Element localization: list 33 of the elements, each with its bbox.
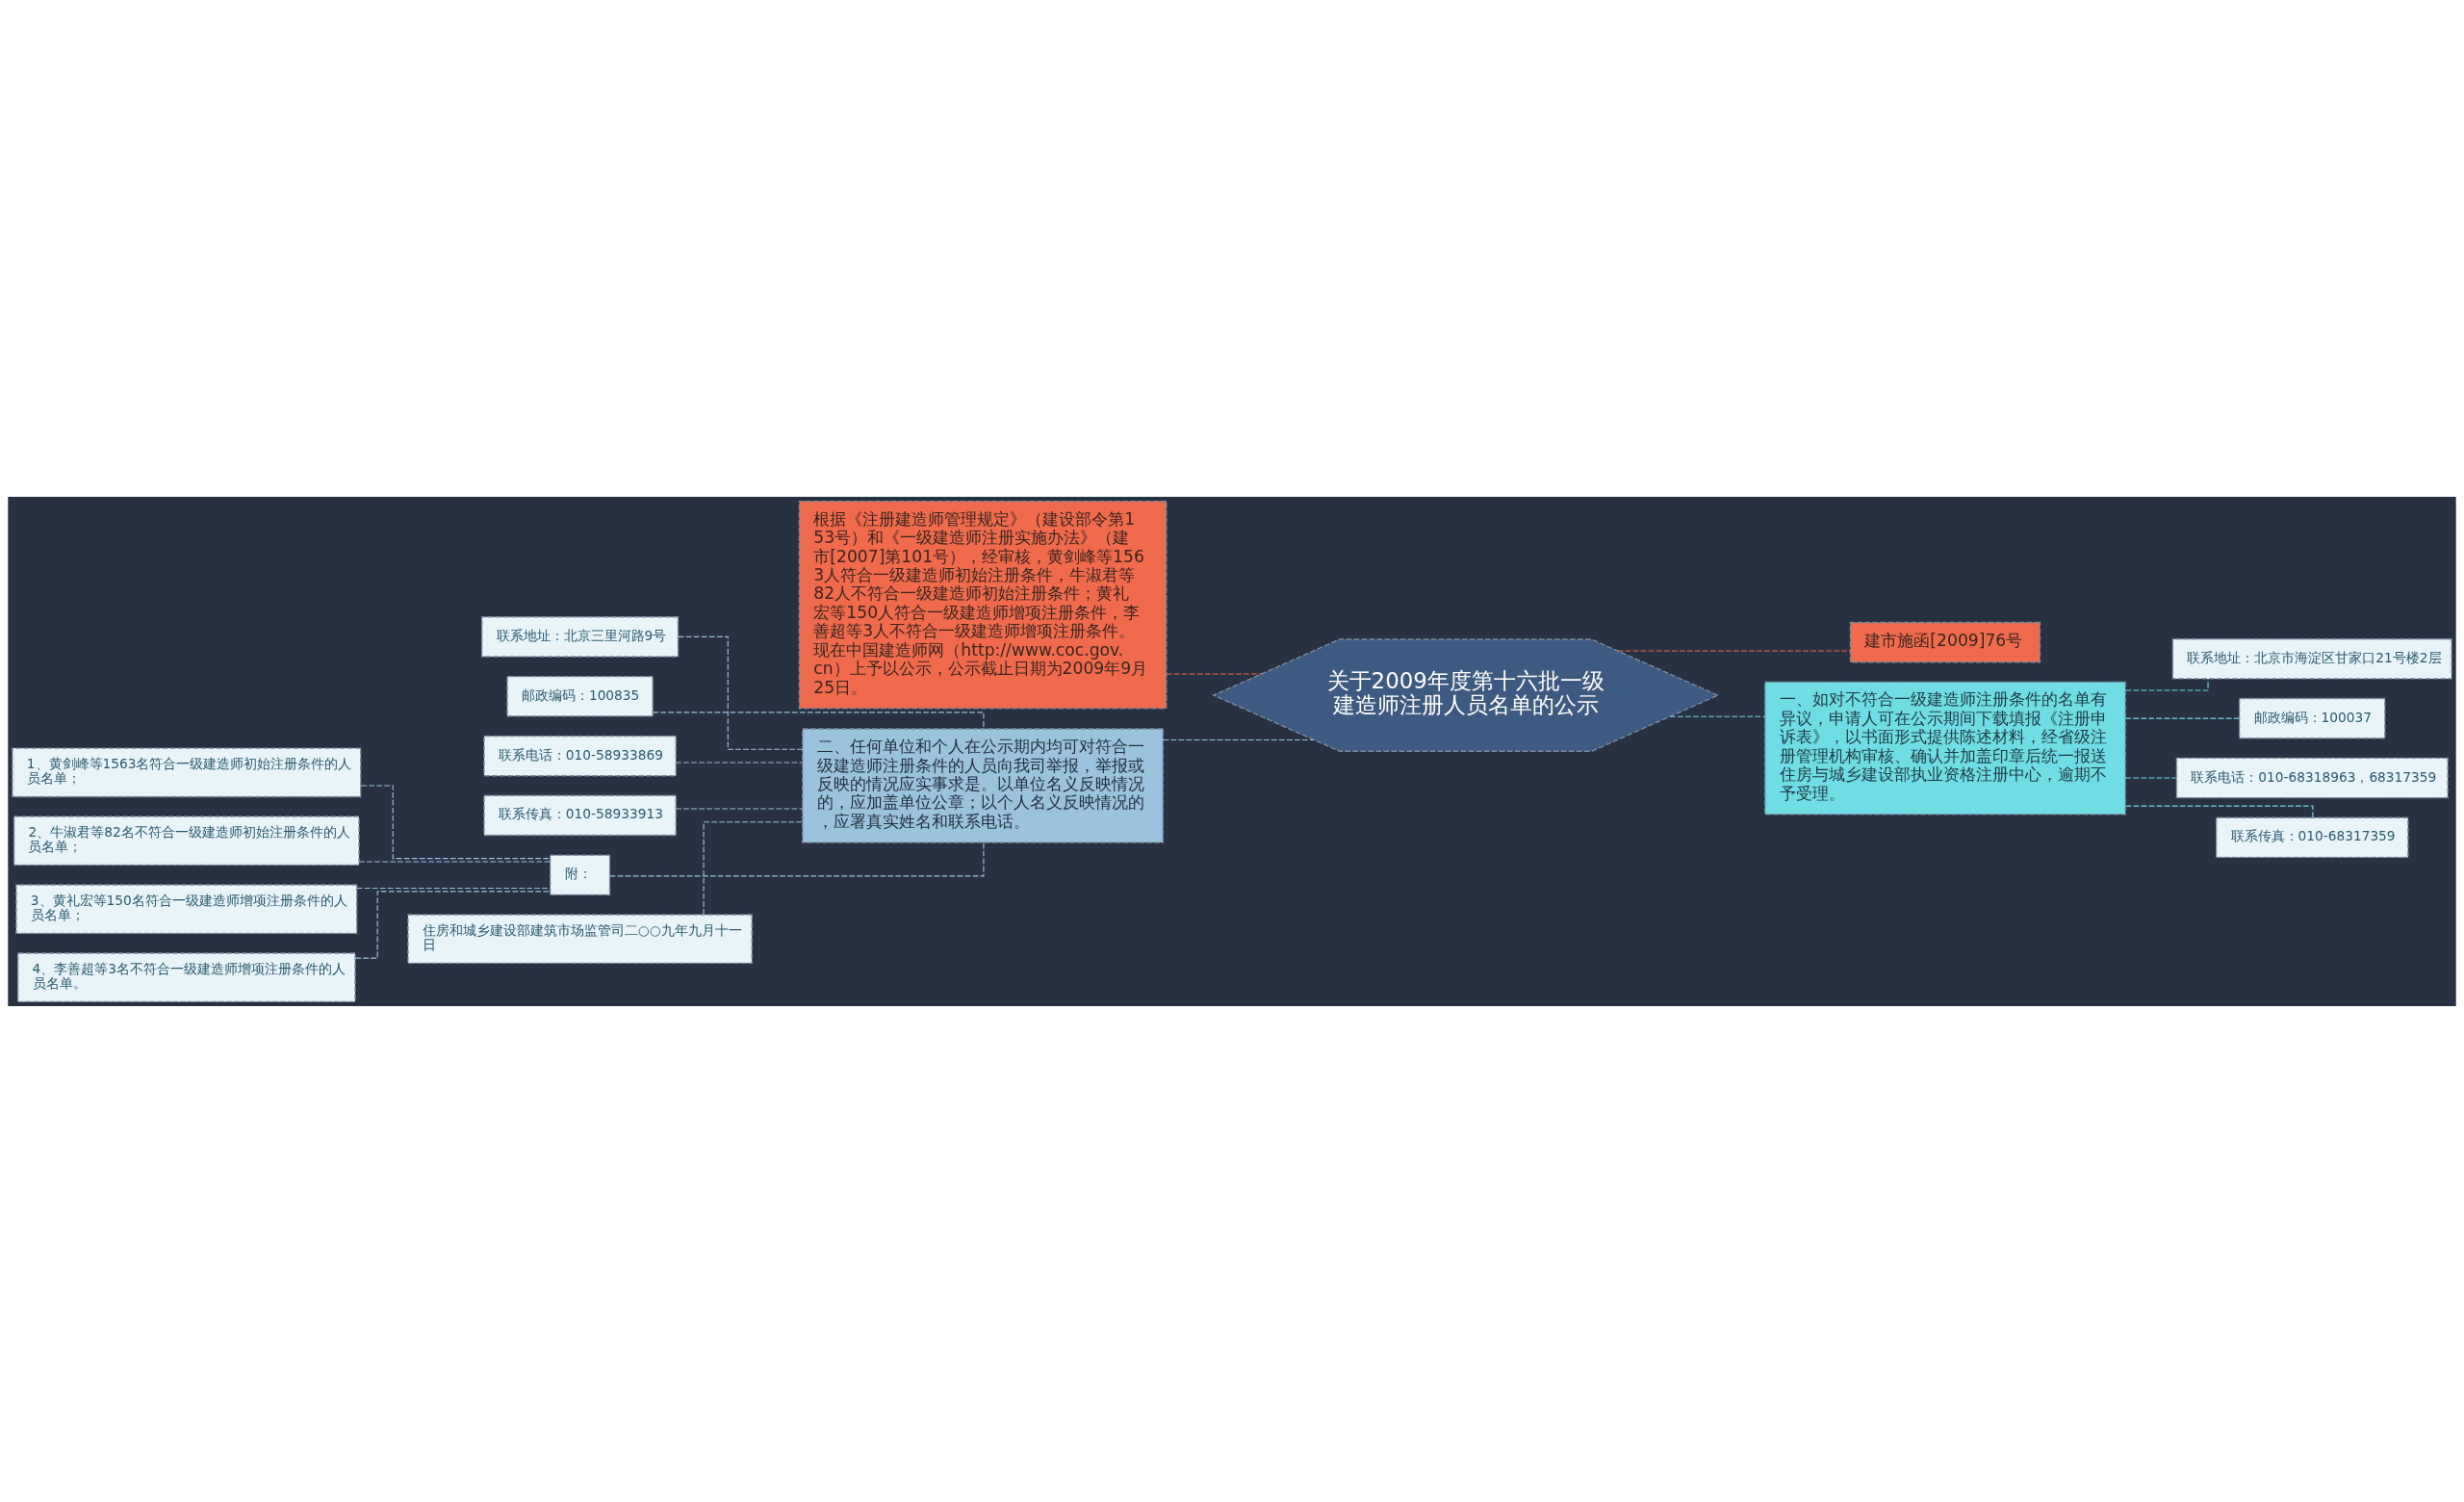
node-box: 根据《注册建造师管理规定》（建设部令第153号）和《一级建造师注册实施办法》（建市[2007]第101号），经审核，黄剑峰等1563人符合一级建造师初始注册条件，牛淑君等82人不符合一级建造师初始注册条件；黄礼宏等150人符合一级建造师增项注册条件，李善超等3人不符合一级建造师增项注册条件。现在中国建造师网（http://www.coc.gov.cn）上予以公示，公示截止日期为2009年9月25日。 (798, 500, 1168, 710)
node-box: 一、如对不符合一级建造师注册条件的名单有异议，申请人可在公示期间下载填报《注册申诉表》，以书面形式提供陈述材料，经省级注册管理机构审核、确认并加盖印章后统一报送住房与城乡建设部执业资格注册中心，逾期不予受理。 (1764, 681, 2126, 815)
connector (678, 635, 804, 750)
node-box: 联系传真：010-58933913 (483, 794, 677, 836)
node-box: 邮政编码：100835 (506, 675, 654, 717)
connector (675, 807, 804, 810)
node-box: 邮政编码：100037 (2239, 697, 2386, 738)
connector (1617, 649, 1851, 652)
connector (2124, 717, 2240, 719)
node-box: 住房和城乡建设部建筑市场监管司二○○九年九月十一日 (407, 913, 753, 964)
node-box: 联系地址：北京市海淀区甘家口21号楼2层 (2171, 637, 2452, 680)
node-box: 2、牛淑君等82名不符合一级建造师初始注册条件的人员名单； (13, 815, 360, 866)
node-box: 联系电话：010-68318963，68317359 (2175, 757, 2449, 798)
connector (703, 820, 804, 915)
connector (2124, 805, 2314, 818)
node-box: 联系传真：010-68317359 (2215, 816, 2409, 858)
node-box: 建市施函[2009]76号 (1849, 621, 2041, 662)
connector (356, 887, 551, 889)
connector (2124, 776, 2177, 779)
connector (675, 761, 804, 764)
connector (358, 860, 552, 863)
node-box: 附： (550, 853, 611, 895)
connector (2124, 678, 2209, 691)
node-box: 1、黄剑峰等1563名符合一级建造师初始注册条件的人员名单； (12, 746, 362, 797)
node-box: 联系电话：010-58933869 (483, 735, 677, 776)
node-box: 联系地址：北京三里河路9号 (481, 615, 680, 658)
connector (609, 842, 985, 876)
node-box: 二、任何单位和个人在公示期内均可对符合一级建造师注册条件的人员向我司举报，举报或反映的情况应实事求是。以单位名义反映情况的，应加盖单位公章；以个人名义反映情况的，应署真实姓名和联系电话。 (802, 727, 1164, 843)
connector (1166, 672, 1263, 675)
node-box: 4、李善超等3名不符合一级建造师增项注册条件的人员名单。 (16, 951, 356, 1002)
connector (1163, 738, 1315, 740)
node-box: 3、黄礼宏等150名符合一级建造师增项注册条件的人员名单； (15, 883, 358, 934)
connector (360, 784, 551, 859)
